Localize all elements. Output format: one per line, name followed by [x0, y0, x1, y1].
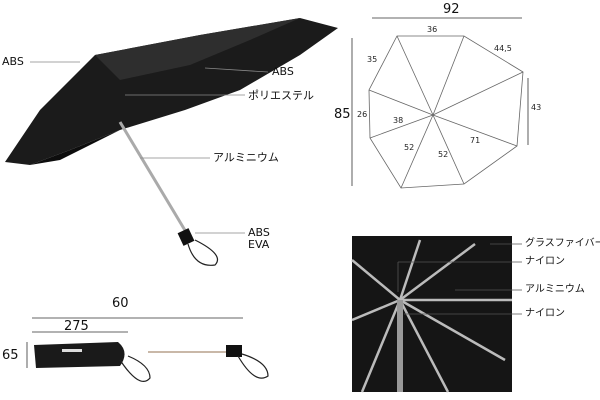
dim-edge: 26: [357, 110, 368, 119]
label-runner: ナイロン: [525, 308, 565, 319]
dim-rib: 38: [393, 116, 404, 125]
label-rib-tip: グラスファイバー: [525, 238, 600, 249]
top-view-diagram: [351, 17, 529, 189]
label-canopy-tip: ABS: [2, 55, 24, 68]
label-ribs: アルミニウム: [525, 284, 585, 295]
label-canopy-fabric: ポリエステル: [248, 89, 314, 102]
dim-rib: 71: [470, 136, 481, 145]
dim-edge: 44,5: [494, 44, 512, 53]
dim-height: 65: [2, 348, 19, 363]
umbrella-frame-photo: [351, 236, 522, 393]
dim-total-length: 60: [112, 296, 129, 311]
dim-edge: 36: [427, 25, 438, 34]
open-umbrella-illustration: [5, 18, 338, 266]
label-shaft: アルミニウム: [213, 151, 279, 164]
dim-top-height: 85: [334, 107, 351, 122]
label-top-cap: ABS: [272, 65, 294, 78]
folded-umbrella-illustration: [26, 317, 269, 382]
dim-edge: 35: [367, 55, 378, 64]
label-top-notch: ナイロン: [525, 256, 565, 267]
dim-rib: 52: [438, 150, 449, 159]
label-handle: ABS: [248, 226, 270, 239]
label-strap: EVA: [248, 238, 270, 251]
dim-edge: 43: [531, 103, 542, 112]
dim-rib: 52: [404, 143, 415, 152]
dim-top-width: 92: [443, 2, 460, 17]
dim-body-length: 275: [64, 319, 89, 334]
